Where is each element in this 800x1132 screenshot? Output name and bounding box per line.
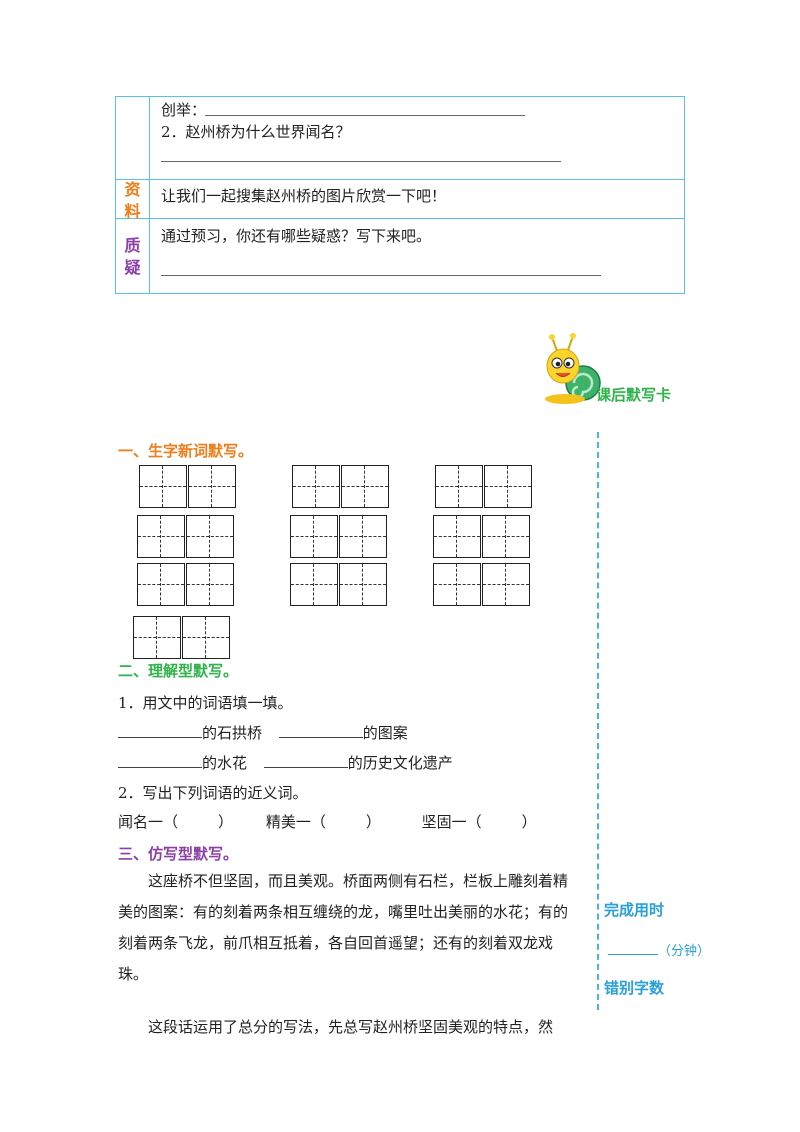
writing-grid-cell[interactable] bbox=[139, 465, 187, 508]
writing-grid-cell[interactable] bbox=[137, 563, 185, 606]
fill-blank[interactable] bbox=[278, 723, 363, 738]
card-title: 课后默写卡 bbox=[596, 386, 672, 404]
question-text: 通过预习，你还有哪些疑惑？写下来吧。 bbox=[161, 227, 432, 245]
question-2: 2．写出下列词语的近义词。 bbox=[118, 784, 308, 802]
writing-grid-cell[interactable] bbox=[341, 465, 389, 508]
writing-grid-cell[interactable] bbox=[433, 563, 481, 606]
writing-grid-cell[interactable] bbox=[484, 465, 532, 508]
snail-mascot-icon bbox=[545, 333, 601, 404]
fill-blank[interactable] bbox=[118, 753, 202, 768]
writing-grid-pair[interactable] bbox=[292, 465, 390, 508]
writing-grid-pair[interactable] bbox=[433, 515, 531, 558]
writing-grid-pair[interactable] bbox=[435, 465, 533, 508]
writing-grid-cell[interactable] bbox=[188, 465, 236, 508]
table-divider bbox=[149, 97, 150, 293]
table-row-divider bbox=[116, 218, 684, 219]
writing-grid-cell[interactable] bbox=[435, 465, 483, 508]
writing-grid-cell[interactable] bbox=[186, 515, 234, 558]
writing-grid-cell[interactable] bbox=[137, 515, 185, 558]
synonym-row: 闻名一（） 精美一（） 坚固一（） bbox=[118, 813, 537, 831]
writing-grid-pair[interactable] bbox=[290, 515, 388, 558]
material-label: 资料 bbox=[124, 180, 141, 221]
time-label: 完成用时 bbox=[604, 901, 665, 919]
writing-grid-cell[interactable] bbox=[482, 563, 530, 606]
passage-paragraph: 这座桥不但坚固，而且美观。桥面两侧有石栏，栏板上雕刻着精美的图案：有的刻着两条相… bbox=[118, 872, 569, 983]
writing-grid-cell[interactable] bbox=[339, 515, 387, 558]
table-row-divider bbox=[116, 179, 684, 180]
answer-line[interactable] bbox=[161, 161, 561, 162]
errors-label: 错别字数 bbox=[604, 979, 665, 997]
fill-blank[interactable] bbox=[263, 753, 348, 768]
info-table: 创举： 2．赵州桥为什么世界闻名？ 资料 让我们一起搜集赵州桥的图片欣赏一下吧！… bbox=[115, 96, 685, 294]
writing-grid-cell[interactable] bbox=[292, 465, 340, 508]
writing-grid-pair[interactable] bbox=[139, 465, 237, 508]
writing-grid-pair[interactable] bbox=[137, 563, 235, 606]
writing-grid-cell[interactable] bbox=[339, 563, 387, 606]
fill-blank[interactable] bbox=[118, 723, 202, 738]
writing-grid-pair[interactable] bbox=[290, 563, 388, 606]
invention-label: 创举： bbox=[161, 101, 207, 119]
time-blank[interactable] bbox=[608, 940, 658, 955]
sidebar-divider bbox=[597, 432, 599, 1010]
answer-line[interactable] bbox=[161, 275, 601, 276]
writing-grid-cell[interactable] bbox=[290, 563, 338, 606]
question-label: 质疑 bbox=[124, 236, 141, 277]
question-2: 2．赵州桥为什么世界闻名？ bbox=[161, 123, 351, 141]
time-field: （分钟） bbox=[608, 940, 710, 959]
material-text: 让我们一起搜集赵州桥的图片欣赏一下吧！ bbox=[161, 187, 447, 205]
passage-paragraph: 这段话运用了总分的写法，先总写赵州桥坚固美观的特点，然 bbox=[148, 1018, 554, 1036]
writing-grid-pair[interactable] bbox=[433, 563, 531, 606]
question-1: 1．用文中的词语填一填。 bbox=[118, 694, 293, 712]
writing-grid-cell[interactable] bbox=[133, 616, 181, 659]
section-2-heading: 二、理解型默写。 bbox=[118, 662, 239, 680]
writing-grid-cell[interactable] bbox=[186, 563, 234, 606]
fill-row: 的石拱桥 的图案 bbox=[118, 722, 408, 743]
writing-grid-pair[interactable] bbox=[137, 515, 235, 558]
writing-grid-pair[interactable] bbox=[133, 616, 231, 659]
fill-row: 的水花 的历史文化遗产 bbox=[118, 752, 453, 773]
section-3-heading: 三、仿写型默写。 bbox=[118, 845, 239, 863]
writing-grid-cell[interactable] bbox=[433, 515, 481, 558]
writing-grid-cell[interactable] bbox=[482, 515, 530, 558]
section-1-heading: 一、生字新词默写。 bbox=[118, 442, 254, 460]
writing-grid-cell[interactable] bbox=[182, 616, 230, 659]
answer-line[interactable] bbox=[205, 115, 525, 116]
writing-grid-cell[interactable] bbox=[290, 515, 338, 558]
